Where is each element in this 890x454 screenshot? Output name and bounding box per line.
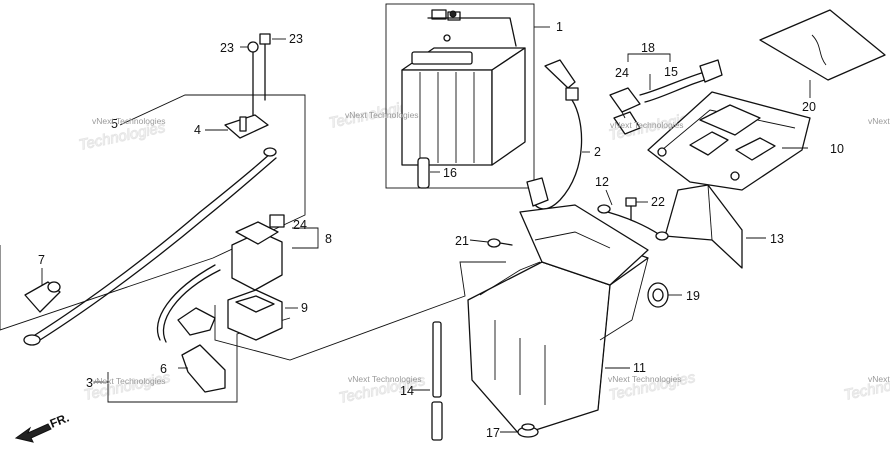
watermark-small: vNext Technologies [608, 374, 682, 384]
box-9-cable-path [214, 261, 506, 361]
callout-1: 1 [556, 20, 563, 34]
callout-15: 15 [664, 65, 678, 79]
watermark-small: vNext Technologies [610, 120, 684, 130]
callout-7: 7 [38, 253, 45, 267]
battery [401, 9, 526, 166]
battery-cover-10 [647, 91, 811, 191]
cover-sheet-20 [759, 9, 886, 81]
callout-23-left: 23 [220, 41, 234, 55]
callout-12: 12 [595, 175, 609, 189]
terminal-cover-6 [181, 344, 226, 393]
watermark-small: vNext Technologies [868, 116, 890, 126]
callout-4: 4 [194, 123, 201, 137]
front-arrow-icon [14, 423, 52, 443]
watermark-small: vNext Technologies [345, 110, 419, 120]
bolt-21 [487, 238, 513, 248]
watermark-small: vNext Technologies [348, 374, 422, 384]
relay-8 [231, 214, 285, 291]
cushion-17 [517, 423, 539, 438]
callout-10: 10 [830, 142, 844, 156]
callout-17: 17 [486, 426, 500, 440]
callout-16: 16 [443, 166, 457, 180]
callout-9: 9 [301, 301, 308, 315]
callout-11: 11 [633, 361, 646, 375]
callout-20: 20 [802, 100, 816, 114]
bolts-23 [247, 33, 271, 116]
clamp-bracket [177, 307, 216, 336]
cap-7 [24, 281, 61, 313]
tube-14 [431, 321, 443, 441]
grommet-19 [647, 282, 669, 308]
front-direction-indicator: FR. [14, 411, 71, 443]
breather-tube-16 [417, 157, 430, 189]
callout-labels: 1 2 3 4 5 6 7 8 9 10 11 12 13 14 15 16 1… [38, 20, 844, 440]
front-label: FR. [48, 411, 71, 431]
callout-5: 5 [111, 117, 118, 131]
cover-4 [224, 114, 269, 139]
callout-3: 3 [86, 376, 93, 390]
battery-cable-2 [526, 59, 583, 210]
callout-19: 19 [686, 289, 700, 303]
callout-8: 8 [325, 232, 332, 246]
callout-21: 21 [455, 234, 469, 248]
callout-14: 14 [400, 384, 414, 398]
ground-cable-12 [597, 204, 669, 241]
watermark-small-group: vNext Technologies vNext Technologies vN… [92, 110, 890, 386]
battery-case-11 [467, 204, 649, 436]
callout-22: 22 [651, 195, 665, 209]
callout-2: 2 [594, 145, 601, 159]
bolt-22 [625, 197, 637, 221]
watermark-large: Technologies [82, 369, 172, 404]
cable-5 [23, 147, 277, 346]
battery-group-box [385, 3, 535, 189]
group-box-5 [0, 94, 306, 331]
callout-13: 13 [770, 232, 784, 246]
callout-6: 6 [160, 362, 167, 376]
bracket-13 [664, 184, 743, 269]
leader-lines [41, 26, 811, 433]
watermark-small: vNext Technologies [92, 116, 166, 126]
fuse-holder-assembly [609, 53, 723, 135]
callout-18: 18 [641, 41, 655, 55]
watermark-small: vNext Technologies [868, 374, 890, 384]
relay-holder-9 [227, 289, 283, 341]
callout-24-fuse: 24 [615, 66, 629, 80]
callout-23-right: 23 [289, 32, 303, 46]
watermark-small: vNext Technologies [92, 376, 166, 386]
callout-24-relay: 24 [293, 218, 307, 232]
